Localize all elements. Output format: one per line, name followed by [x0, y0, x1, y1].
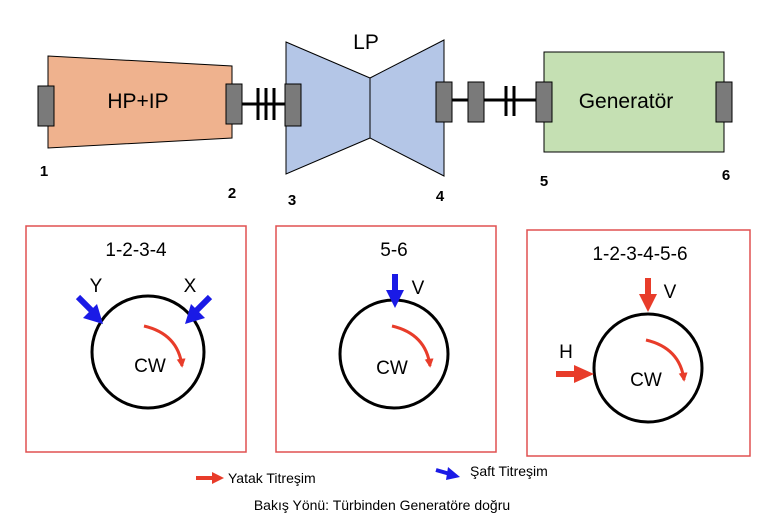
bearing-3 [284, 83, 302, 127]
panel-frame [25, 225, 247, 453]
panel-bearings-1-6: 1-2-3-4-5-6 CW V H [526, 229, 751, 457]
cw-rotation-arrow [645, 338, 688, 382]
generator-casing [543, 51, 725, 153]
cw-rotation-arrow [143, 324, 186, 368]
panel-bearings-1-4: 1-2-3-4 CW Y X [25, 225, 247, 453]
x-label: X [184, 276, 197, 297]
h-label: H [559, 342, 573, 363]
rotation-label: CW [630, 370, 662, 391]
y-label: Y [90, 276, 103, 297]
y-shaft-arrow-icon [75, 294, 95, 314]
lp-casing-right [369, 39, 445, 177]
y-arrowhead [83, 304, 103, 324]
lp-label: LP [353, 31, 379, 54]
cw-rotation-arrow [391, 324, 434, 368]
generator-label: Generatör [579, 90, 674, 113]
panel-bearings-5-6: 5-6 CW V [275, 225, 497, 453]
v-label: V [664, 282, 677, 303]
v-arrowhead [386, 290, 404, 308]
rotation-label: CW [376, 358, 408, 379]
shaft-circle [90, 294, 206, 410]
panel-title: 1-2-3-4-5-6 [592, 244, 687, 265]
bearing-vibration-label: Yatak Titreşim [228, 470, 316, 486]
rotation-label: CW [134, 356, 166, 377]
bearing-1 [37, 85, 55, 127]
panel-frame [526, 229, 751, 457]
bearing-number-1: 1 [40, 163, 48, 180]
shaft-circle [592, 312, 704, 424]
view-direction-caption: Bakış Yönü: Türbinden Generatöre doğru [254, 497, 510, 513]
bearing-number-4: 4 [436, 188, 445, 205]
bearing-5 [535, 81, 553, 123]
panel-title: 1-2-3-4 [105, 240, 167, 261]
bearing-4 [435, 81, 453, 123]
bearing-number-5: 5 [540, 173, 548, 190]
coupling-2 [504, 86, 516, 116]
x-shaft-arrow-icon [193, 294, 213, 314]
bearing-6 [715, 81, 733, 123]
bearing-number-2: 2 [228, 185, 236, 202]
bearing-2 [225, 83, 243, 125]
turbine-train: HP+IP LP Generatör 1 2 3 4 5 6 [37, 31, 733, 209]
shaft-circle [338, 298, 450, 410]
x-arrowhead [185, 304, 205, 324]
bearing-coupling [467, 81, 485, 123]
v-label: V [412, 278, 425, 299]
v-arrowhead [639, 294, 657, 312]
bearing-number-3: 3 [288, 192, 296, 209]
shaft-vibration-label: Şaft Titreşim [470, 463, 548, 479]
shaft-legend-arrowhead [446, 467, 460, 480]
panel-frame [275, 225, 497, 453]
bearing-number-6: 6 [722, 167, 730, 184]
h-arrowhead [574, 365, 594, 383]
panel-title: 5-6 [380, 240, 407, 261]
coupling-1 [256, 88, 276, 120]
bearing-legend-arrowhead [212, 472, 224, 484]
hp-ip-label: HP+IP [107, 90, 168, 113]
legend: Yatak Titreşim Şaft Titreşim Bakış Yönü:… [196, 463, 548, 513]
